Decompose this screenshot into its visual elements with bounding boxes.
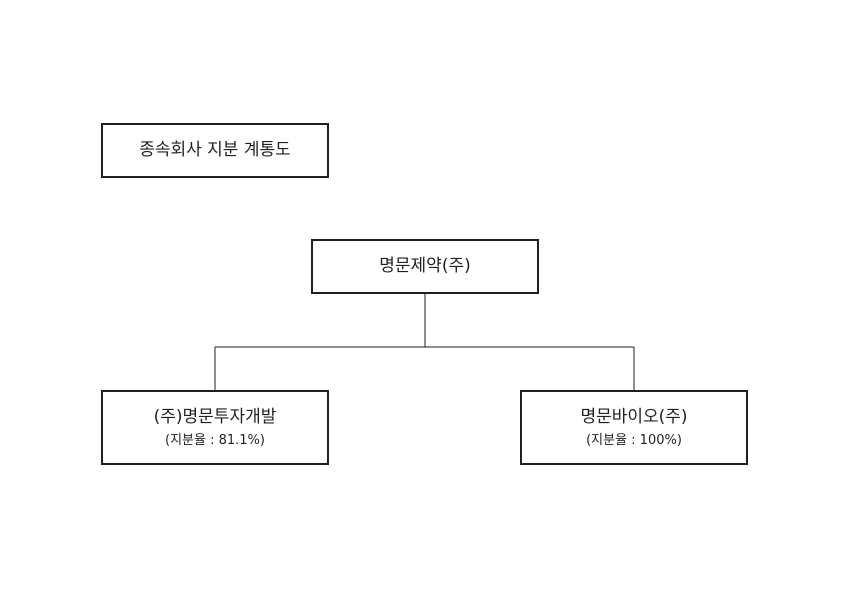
subsidiary-box-bio: 명문바이오(주) (지분율 : 100%) [520,390,748,465]
parent-company-name: 명문제약(주) [379,256,471,277]
subsidiary-name: 명문바이오(주) [580,406,688,427]
subsidiary-share: (지분율 : 81.1%) [165,432,265,448]
parent-company-box: 명문제약(주) [311,239,539,294]
diagram-title-box: 종속회사 지분 계통도 [101,123,329,178]
diagram-title: 종속회사 지분 계통도 [139,140,291,161]
subsidiary-box-investment: (주)명문투자개발 (지분율 : 81.1%) [101,390,329,465]
subsidiary-name: (주)명문투자개발 [153,406,277,427]
subsidiary-share: (지분율 : 100%) [586,432,682,448]
